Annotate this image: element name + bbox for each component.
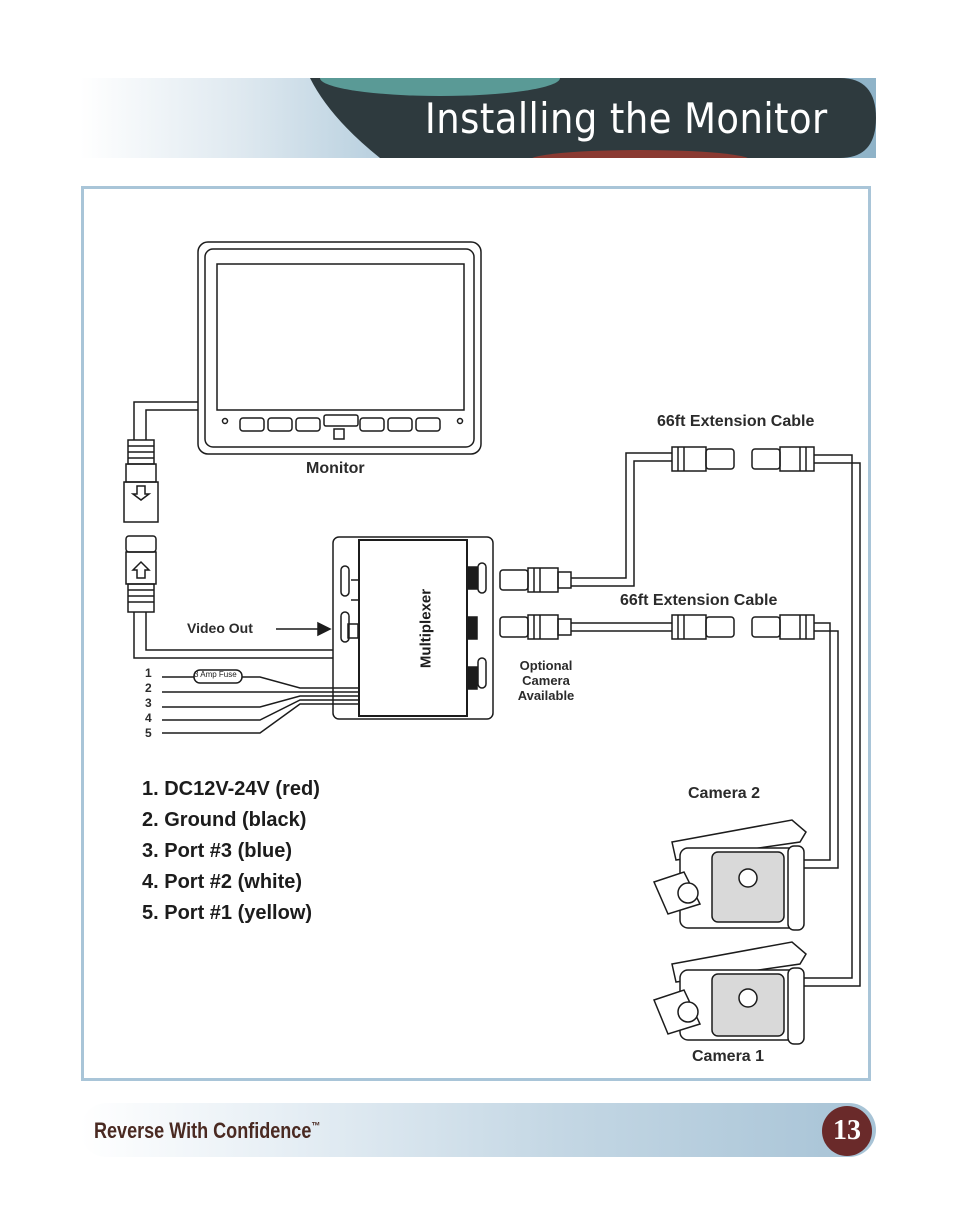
camera2-graphic: [652, 819, 807, 931]
wire-number: 3: [145, 696, 152, 710]
optional-camera-label: Optional Camera Available: [517, 658, 575, 703]
multiplexer-connector: [125, 535, 157, 613]
wire-number: 5: [145, 726, 152, 740]
page-number-badge: 13: [822, 1106, 872, 1156]
video-out-label: Video Out: [187, 620, 253, 636]
power-wires: [162, 669, 359, 734]
extension-cable-top-label: 66ft Extension Cable: [657, 413, 815, 430]
wire-number: 4: [145, 711, 152, 725]
extension-cable-top: [499, 446, 861, 987]
legend-item: 2. Ground (black): [142, 809, 307, 831]
page-header: Installing the Monitor: [80, 78, 876, 158]
legend-item: 1. DC12V-24V (red): [142, 778, 320, 800]
fuse-label: 3 Amp Fuse: [194, 670, 237, 679]
multiplexer-graphic: [332, 536, 494, 720]
camera2-label: Camera 2: [688, 785, 761, 802]
monitor-connector: [123, 439, 159, 523]
legend-item: 3. Port #3 (blue): [142, 840, 293, 862]
camera1-graphic: [653, 941, 807, 1045]
wire-number: 2: [145, 681, 152, 695]
multiplexer-label: Multiplexer: [417, 588, 435, 669]
monitor-label: Monitor: [306, 460, 365, 477]
extension-cable-mid-label: 66ft Extension Cable: [620, 592, 778, 609]
page-footer: Reverse With Confidence™ 13: [80, 1103, 876, 1157]
page-title: Installing the Monitor: [425, 94, 828, 143]
legend-item: 5. Port #1 (yellow): [142, 902, 313, 924]
wire-number: 1: [145, 666, 152, 680]
legend-item: 4. Port #2 (white): [142, 871, 303, 893]
monitor-graphic: [197, 241, 482, 455]
header-banner-graphic: [80, 78, 876, 158]
footer-tagline: Reverse With Confidence™: [94, 1118, 321, 1143]
extension-cable-mid: [499, 614, 839, 869]
camera1-label: Camera 1: [692, 1048, 765, 1065]
wire-legend: 1. DC12V-24V (red) 2. Ground (black) 3. …: [142, 774, 320, 929]
